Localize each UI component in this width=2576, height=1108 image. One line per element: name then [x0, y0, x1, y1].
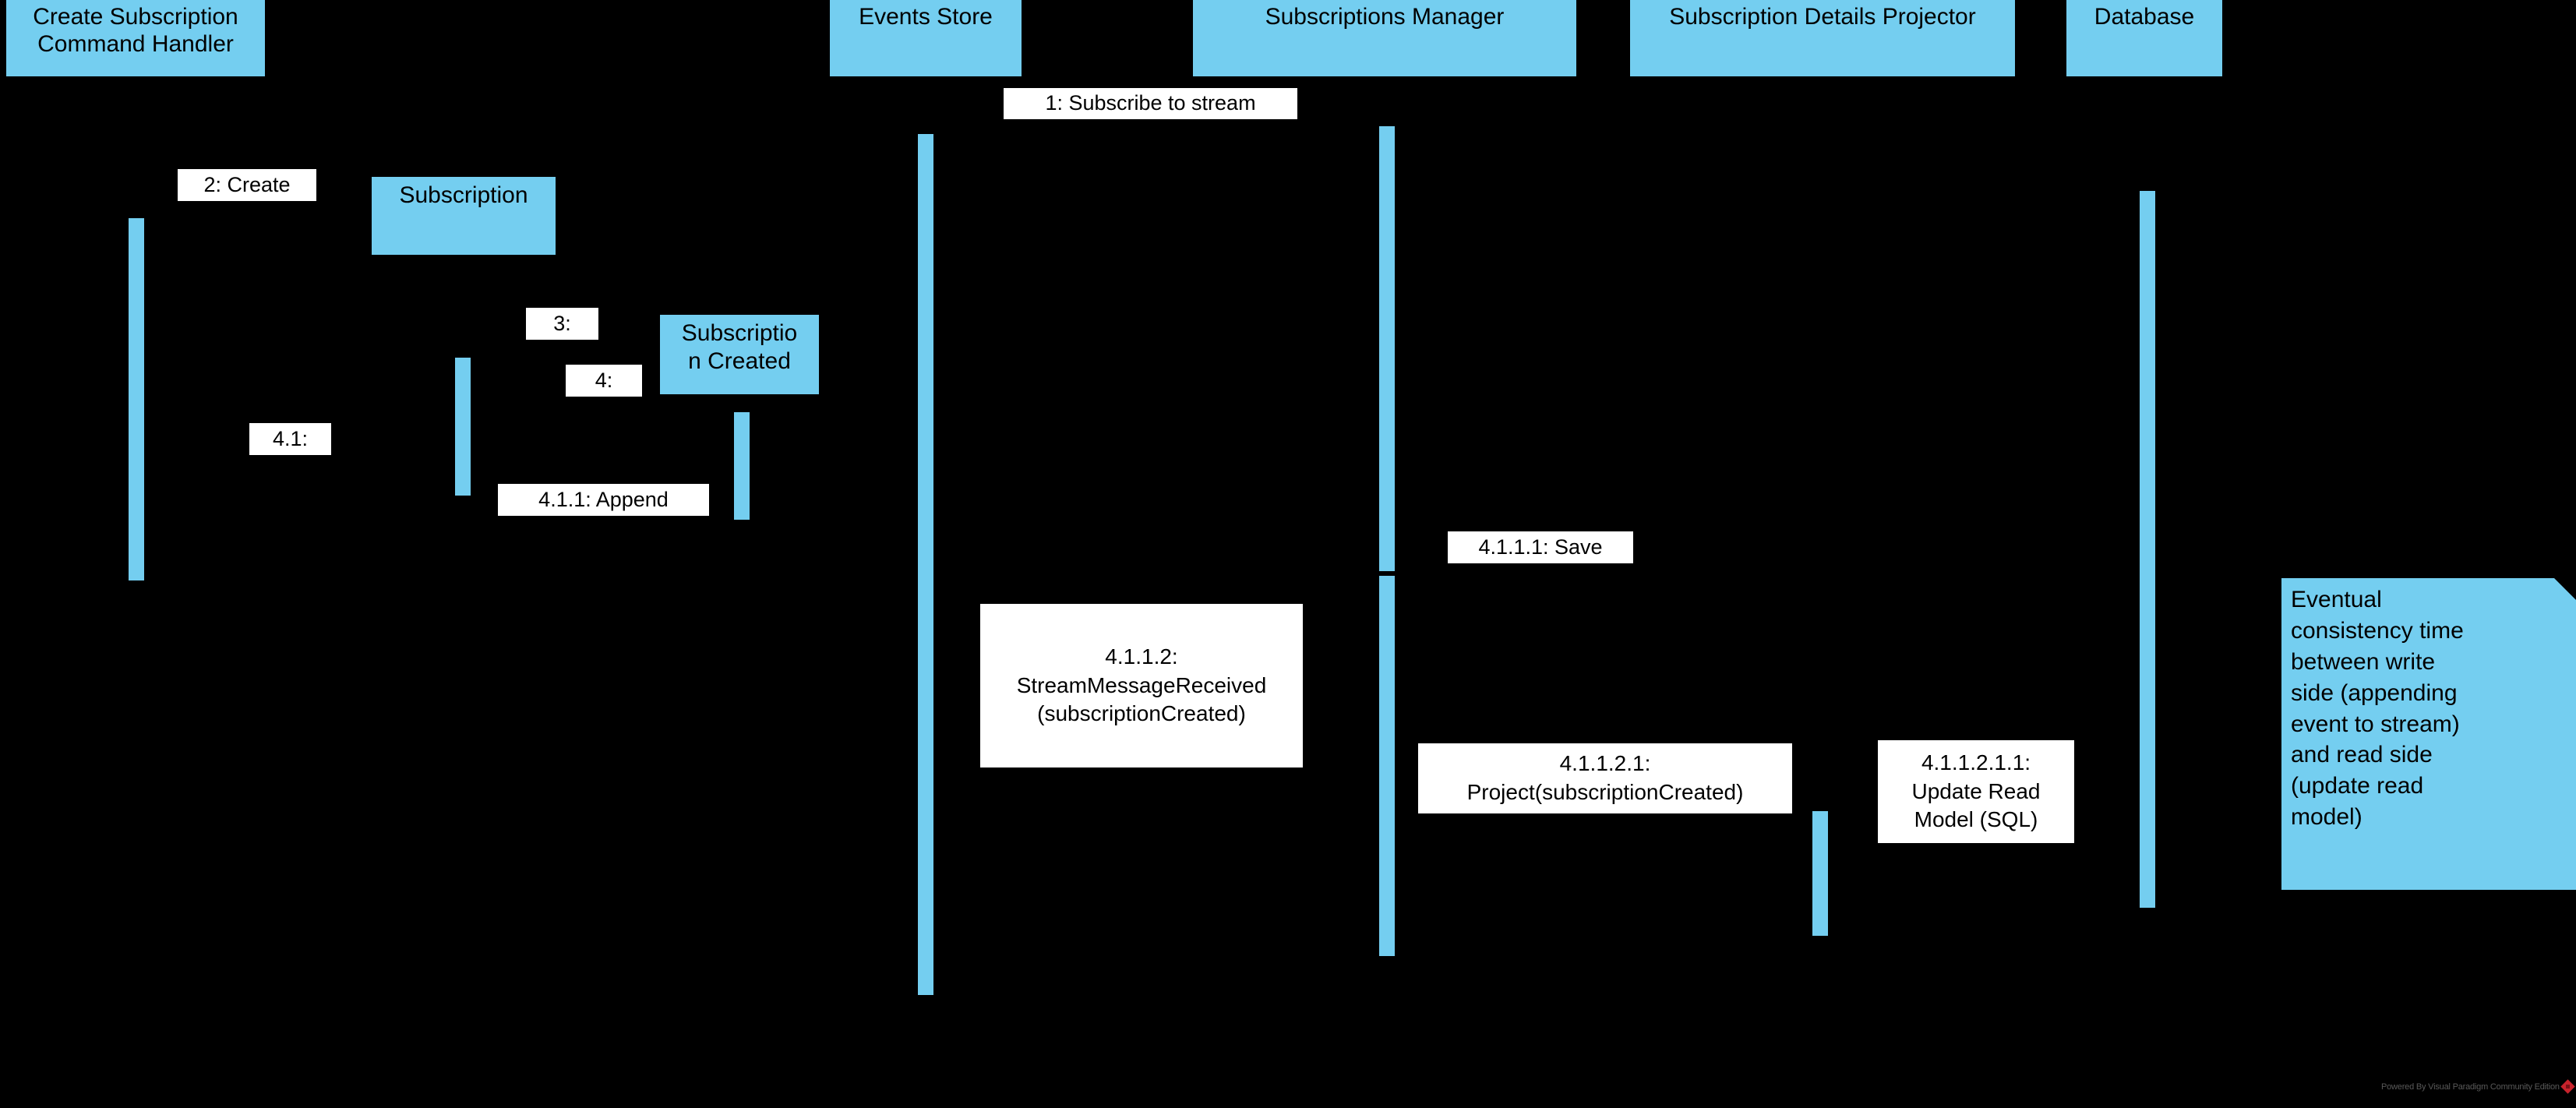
activation-bar-database — [2140, 191, 2155, 908]
activation-bar-events-store — [918, 134, 933, 995]
lifeline-head-events-store[interactable]: Events Store — [830, 0, 1022, 76]
message-label-step-4-1[interactable]: 4.1: — [249, 423, 331, 455]
activation-bar-command-handler — [129, 218, 144, 580]
message-label-create[interactable]: 2: Create — [178, 169, 316, 201]
message-label-step-4[interactable]: 4: — [566, 365, 642, 397]
lifeline-head-database[interactable]: Database — [2066, 0, 2222, 76]
activation-bar-subscriptions-manager-upper — [1379, 126, 1395, 571]
lifeline-head-subscription-details-projector[interactable]: Subscription Details Projector — [1630, 0, 2015, 76]
watermark: Powered By Visual Paradigm Community Edi… — [2381, 1079, 2575, 1094]
eventual-consistency-note[interactable]: Eventual consistency time between write … — [2281, 578, 2576, 890]
message-label-stream-message-received[interactable]: 4.1.1.2: StreamMessageReceived (subscrip… — [980, 604, 1303, 767]
message-label-project[interactable]: 4.1.1.2.1: Project(subscriptionCreated) — [1418, 743, 1792, 813]
message-label-save[interactable]: 4.1.1.1: Save — [1448, 531, 1633, 563]
message-label-update-read-model[interactable]: 4.1.1.2.1.1: Update Read Model (SQL) — [1878, 740, 2074, 843]
watermark-text: Powered By Visual Paradigm Community Edi… — [2381, 1082, 2560, 1092]
lifeline-head-create-subscription-command-handler[interactable]: Create Subscription Command Handler — [6, 0, 265, 76]
activation-bar-subscription-details-projector — [1812, 811, 1828, 936]
visual-paradigm-logo-icon — [2560, 1079, 2575, 1094]
message-label-subscribe-to-stream[interactable]: 1: Subscribe to stream — [1004, 88, 1297, 119]
activation-bar-subscription-created — [734, 412, 750, 520]
message-label-step-3[interactable]: 3: — [526, 308, 598, 340]
object-box-subscription[interactable]: Subscription — [372, 177, 556, 255]
activation-bar-subscriptions-manager-lower — [1379, 576, 1395, 956]
message-label-append[interactable]: 4.1.1: Append — [498, 484, 709, 516]
lifeline-head-subscriptions-manager[interactable]: Subscriptions Manager — [1193, 0, 1576, 76]
activation-bar-subscription — [455, 358, 471, 496]
object-box-subscription-created[interactable]: Subscriptio n Created — [660, 315, 819, 394]
